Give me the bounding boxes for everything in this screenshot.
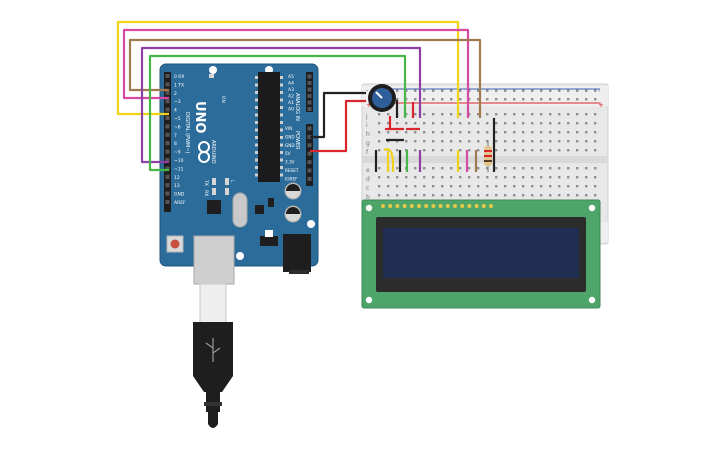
digital-pin-label: ~3 xyxy=(174,99,181,105)
usb-cable-icon[interactable] xyxy=(193,283,233,428)
digital-pin-label: 2 xyxy=(174,91,177,97)
lcd-display[interactable] xyxy=(361,199,601,309)
row-label-b: b xyxy=(366,194,370,201)
rail-minus-label: - xyxy=(366,87,369,95)
usb-chip xyxy=(207,200,221,214)
row-label-e: e xyxy=(366,167,370,174)
lcd-pin-header xyxy=(381,204,493,208)
wire-red-5v[interactable] xyxy=(310,99,366,153)
power-label: POWER xyxy=(294,131,300,150)
wires xyxy=(116,20,496,172)
rail-plus-label-right: + xyxy=(598,101,604,109)
power-pin-label: VIN xyxy=(285,126,292,131)
row-label-d: d xyxy=(366,176,370,183)
wire-black-gnd[interactable] xyxy=(310,91,366,139)
uno-label: UNO xyxy=(192,101,207,134)
on-led xyxy=(209,74,214,78)
usb-symbol-icon xyxy=(205,338,221,362)
analog-pin-label: A5 xyxy=(288,74,294,80)
analog-pin-label: A3 xyxy=(288,87,294,93)
tx-label: TX xyxy=(203,179,209,186)
usb-port xyxy=(193,235,235,285)
digital-pin-label: 12 xyxy=(174,175,180,181)
potentiometer-icon[interactable] xyxy=(368,84,396,112)
voltage-regulator xyxy=(260,236,278,246)
status-leds xyxy=(212,178,229,195)
power-pin-label: 3.3V xyxy=(285,160,295,165)
right-pin-holes xyxy=(307,74,312,181)
analog-pin-label: A4 xyxy=(288,81,294,87)
analog-header xyxy=(306,72,313,112)
digital-pin-label: ~5 xyxy=(174,116,181,122)
power-pin-label: GND xyxy=(285,143,295,148)
atmega-chip xyxy=(258,72,280,182)
row-label-h: h xyxy=(366,131,370,138)
digital-pin-label: 13 xyxy=(174,183,180,189)
digital-pin-label: AREF xyxy=(174,200,186,206)
power-pin-label: IOREF xyxy=(285,176,298,181)
row-label-c: c xyxy=(366,185,369,192)
lcd-screen xyxy=(383,228,579,278)
row-label-i: i xyxy=(366,122,368,129)
digital-pin-label: 4 xyxy=(174,108,177,114)
digital-pin-label: ~11 xyxy=(174,166,184,172)
analog-pin-label: A1 xyxy=(288,100,294,106)
analog-in-label: ANALOG IN xyxy=(294,93,300,121)
power-jack xyxy=(283,234,311,272)
arduino-brand-label: ARDUINO xyxy=(210,140,216,164)
l-label: L xyxy=(229,180,235,183)
power-pin-label: GND xyxy=(285,134,295,139)
digital-pin-label: 0 RX xyxy=(174,74,185,80)
power-pin-labels: VIN GND GND 5V 3.3V RESET IOREF xyxy=(285,126,299,181)
digital-pin-label: GND xyxy=(174,192,185,198)
row-label-f: f xyxy=(366,149,369,156)
wire-yellow[interactable] xyxy=(116,20,460,118)
wire-pink[interactable] xyxy=(122,28,470,118)
digital-pin-label: 1 TX xyxy=(174,82,184,88)
digital-pin-label: 8 xyxy=(174,141,177,147)
wire-green[interactable] xyxy=(148,54,407,172)
rail-plus-label: + xyxy=(366,101,372,109)
digital-pin-label: 7 xyxy=(174,133,177,139)
row-label-j: j xyxy=(365,113,368,120)
resistor-icon[interactable] xyxy=(484,140,492,172)
power-pin-label: 5V xyxy=(285,151,291,156)
arduino-logo-icon xyxy=(198,141,210,163)
on-label: ON xyxy=(220,96,226,103)
rx-label: RX xyxy=(203,190,209,196)
digital-pin-holes xyxy=(165,74,170,204)
rail-minus-label-right: - xyxy=(598,87,601,95)
row-label-g: g xyxy=(366,140,370,147)
digital-pin-label: ~9 xyxy=(174,150,181,156)
digital-pin-label: ~10 xyxy=(174,158,184,164)
crystal-oscillator xyxy=(232,192,248,228)
power-pin-label: RESET xyxy=(285,168,299,173)
small-chip xyxy=(255,205,264,214)
analog-pin-label: A0 xyxy=(288,107,294,113)
analog-pin-label: A2 xyxy=(288,94,294,100)
digital-pin-label: ~6 xyxy=(174,124,181,130)
digital-pwm-label: DIGITAL (PWM~) xyxy=(184,112,190,154)
